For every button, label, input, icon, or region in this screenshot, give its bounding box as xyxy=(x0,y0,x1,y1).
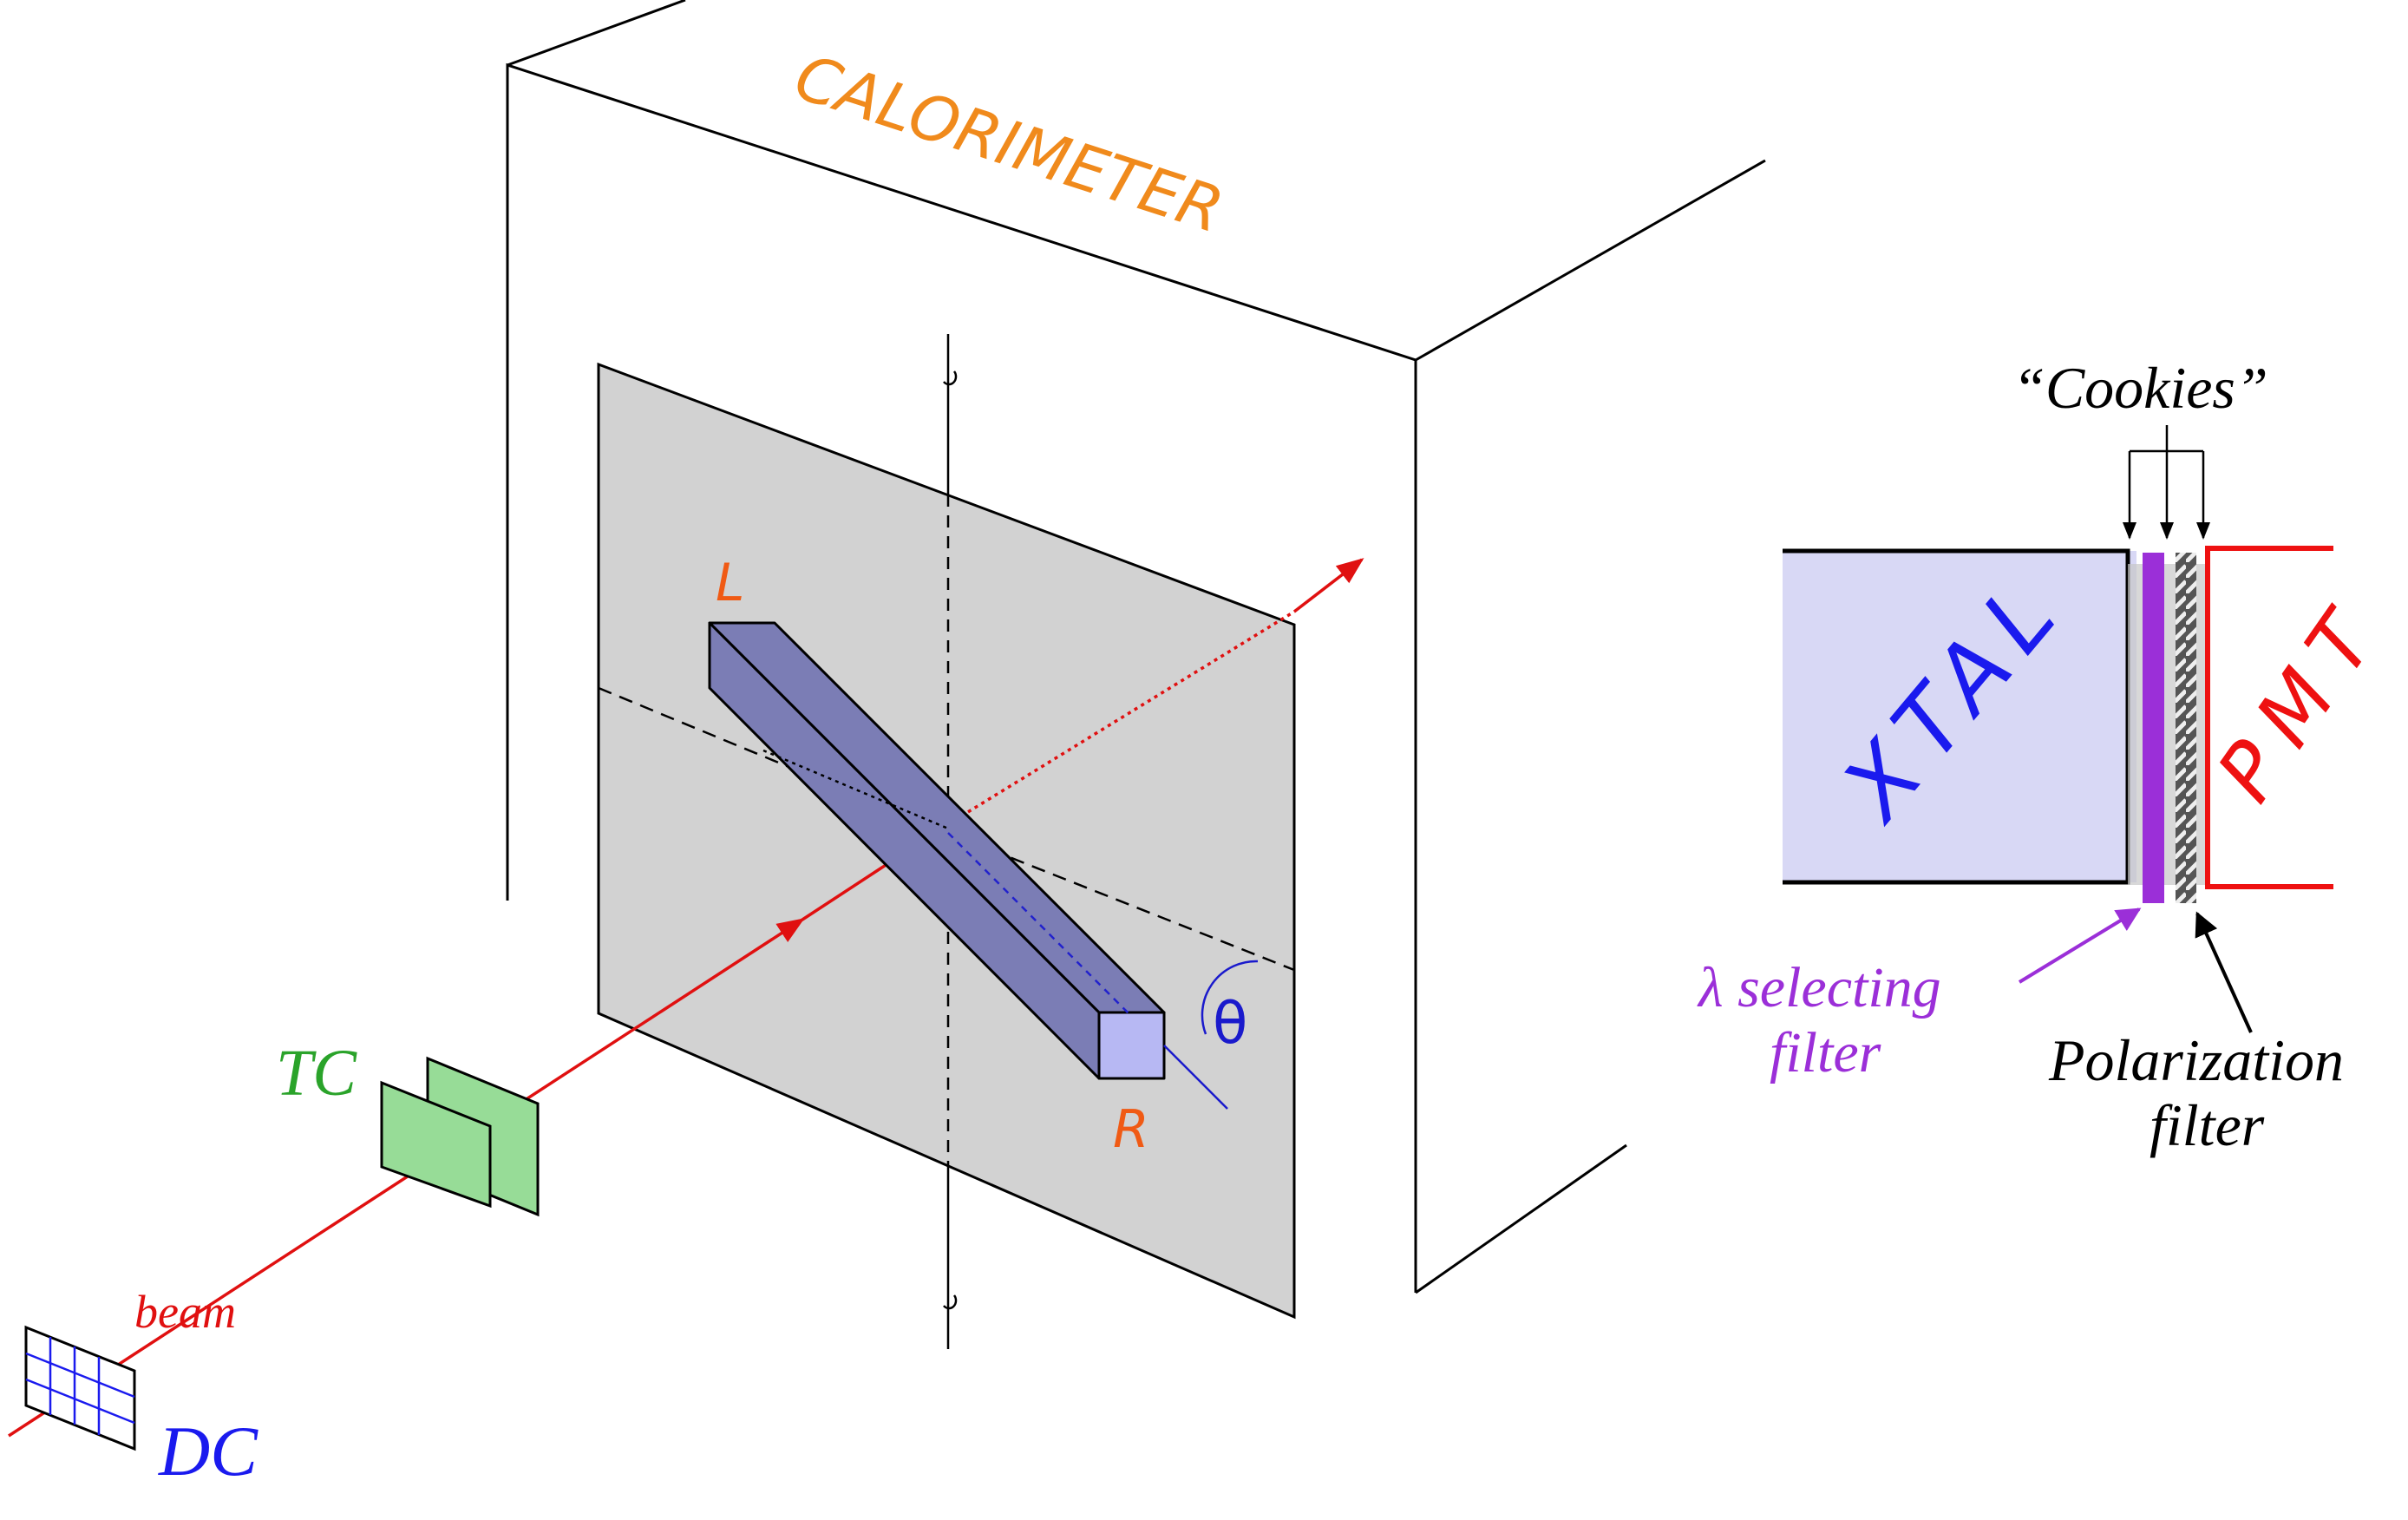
trigger-counter xyxy=(380,1056,540,1217)
calorimeter-label: CALORIMETER xyxy=(787,40,1232,246)
pmt-label: PMT xyxy=(2199,582,2403,818)
xtal-block xyxy=(1783,551,2136,882)
beam-label: beam xyxy=(134,1286,236,1338)
lambda-filter-label-line1: λ selecting xyxy=(1697,956,1941,1019)
drift-chamber xyxy=(24,1325,136,1451)
horizontal-panel-axis xyxy=(598,686,1295,972)
lambda-filter-arrow xyxy=(2018,907,2142,984)
hidden-axis-segment xyxy=(762,749,949,830)
cookies-label: “Cookies” xyxy=(2012,355,2268,421)
trigger-counter-label: TC xyxy=(276,1037,357,1110)
crystal-end-r-label: R xyxy=(1113,1099,1149,1160)
polarization-label-line1: Polarization xyxy=(2048,1027,2344,1093)
crystal-bar xyxy=(708,621,1166,1080)
cookies-pointer-arrows xyxy=(2123,425,2210,540)
polarization-label-line2: filter xyxy=(2150,1092,2265,1158)
crystal-end-face-r xyxy=(1097,1011,1166,1080)
lambda-filter-label-line2: filter xyxy=(1770,1021,1881,1084)
crystal-end-l-label: L xyxy=(716,553,744,613)
theta-angle-marker xyxy=(1163,960,1259,1110)
theta-label: θ xyxy=(1213,990,1247,1057)
inset-readout-detail: XTAL PMT “Cookies” λ selecting filter Po… xyxy=(1697,355,2403,1158)
polarization-filter-cookie xyxy=(2176,553,2196,903)
drift-chamber-label: DC xyxy=(158,1412,258,1491)
lambda-filter-cookie xyxy=(2143,553,2164,903)
calorimeter-box xyxy=(506,0,1766,1294)
polarization-filter-arrow xyxy=(2195,911,2253,1033)
pmt-housing xyxy=(2205,546,2333,889)
